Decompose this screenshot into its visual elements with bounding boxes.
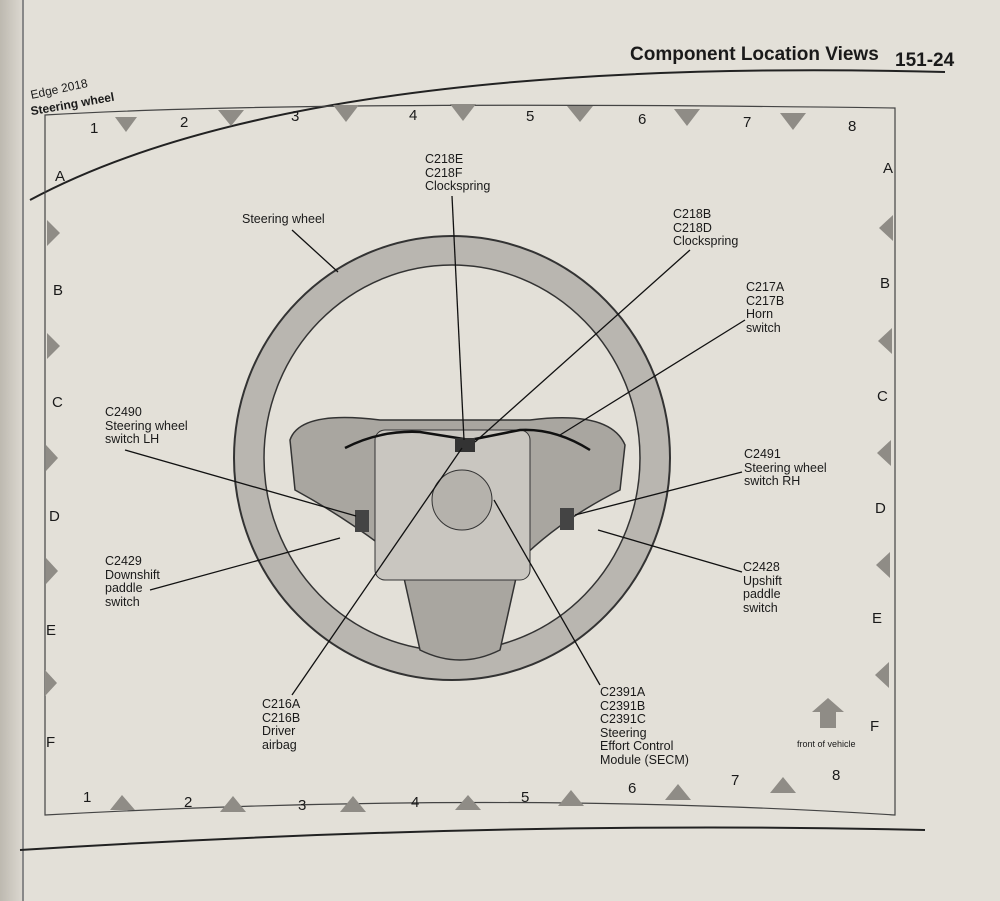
leader-lines	[124, 195, 746, 696]
diagram-frame	[44, 104, 896, 816]
row-label: E	[46, 622, 57, 639]
row-label: A	[883, 160, 894, 177]
grid-markers	[45, 104, 893, 812]
col-label: 8	[832, 767, 841, 784]
col-label: 7	[743, 114, 752, 131]
book-spine	[0, 0, 24, 901]
row-label: D	[875, 500, 886, 517]
page-number: 151-24	[895, 50, 955, 71]
col-label: 3	[298, 797, 307, 814]
col-label: 4	[411, 794, 420, 811]
row-label: C	[877, 388, 888, 405]
col-label: 6	[628, 780, 637, 797]
front-arrow-icon	[812, 698, 844, 728]
col-label: 1	[83, 789, 92, 806]
callout-steering-wheel: Steering wheel	[242, 212, 325, 226]
header-rule	[29, 69, 946, 201]
col-label: 2	[184, 794, 193, 811]
row-label: C	[52, 394, 63, 411]
col-label: 5	[521, 789, 530, 806]
col-label: 7	[731, 772, 740, 789]
row-label: E	[872, 610, 883, 627]
row-label: F	[870, 718, 880, 735]
page-title: Component Location Views	[630, 44, 879, 65]
col-label: 5	[526, 108, 535, 125]
steering-wheel-illustration	[233, 235, 671, 681]
col-label: 6	[638, 111, 647, 128]
row-label: D	[49, 508, 60, 525]
col-label: 1	[90, 120, 99, 137]
col-label: 3	[291, 108, 300, 125]
col-label: 8	[848, 118, 857, 135]
row-label: A	[55, 168, 66, 185]
col-label: 4	[409, 107, 418, 124]
row-label: F	[46, 734, 56, 751]
col-label: 2	[180, 114, 189, 131]
front-of-vehicle-label: front of vehicle	[797, 739, 856, 749]
row-label: B	[880, 275, 891, 292]
row-label: B	[53, 282, 64, 299]
